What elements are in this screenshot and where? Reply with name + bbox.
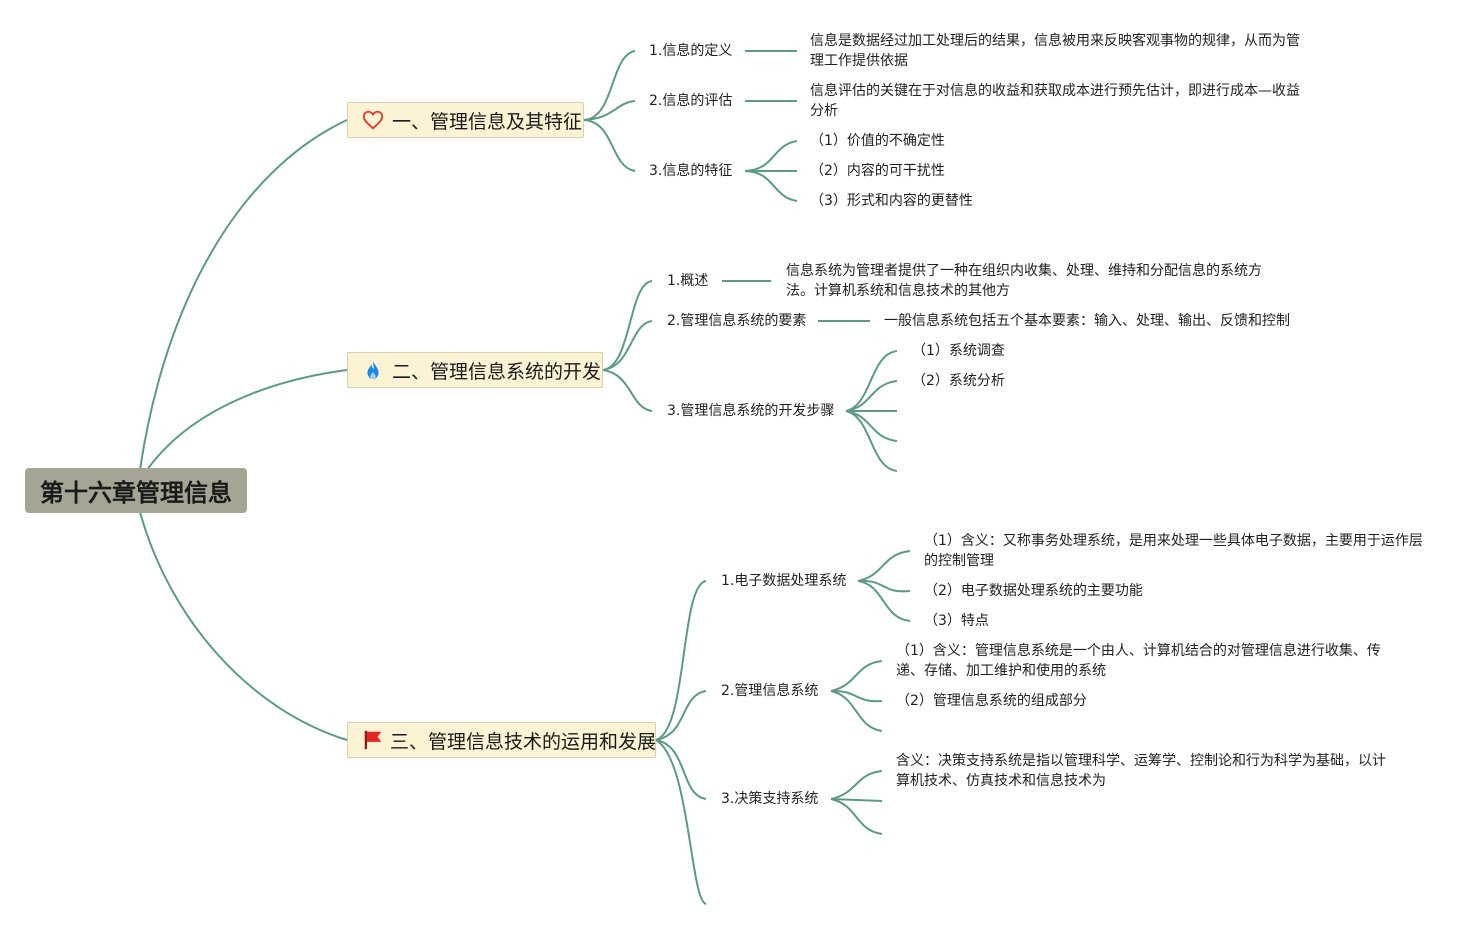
root-topic[interactable]: 第十六章管理信息: [25, 468, 247, 513]
subtopic[interactable]: 2.管理信息系统: [721, 683, 819, 699]
detail-text[interactable]: （1）价值的不确定性: [810, 133, 945, 149]
detail-text[interactable]: （2）管理信息系统的组成部分: [896, 693, 1087, 709]
detail-text[interactable]: （2）电子数据处理系统的主要功能: [924, 583, 1143, 599]
subtopic[interactable]: 1.电子数据处理系统: [721, 573, 847, 589]
flag-icon: [362, 729, 384, 751]
detail-text[interactable]: 信息系统为管理者提供了一种在组织内收集、处理、维持和分配信息的系统方法。计算机系…: [786, 263, 1262, 299]
detail-text[interactable]: （3）特点: [924, 613, 989, 629]
fire-icon: [362, 359, 386, 381]
detail-text[interactable]: 含义：决策支持系统是指以管理科学、运筹学、控制论和行为科学为基础，以计算机技术、…: [896, 753, 1386, 789]
branch-topic-1[interactable]: 一、管理信息及其特征: [347, 102, 584, 138]
subtopic[interactable]: 2.管理信息系统的要素: [667, 313, 807, 329]
branch-topic-3[interactable]: 三、管理信息技术的运用和发展: [347, 722, 656, 758]
branch-topic-label: 一、管理信息及其特征: [392, 110, 583, 133]
detail-text[interactable]: （3）形式和内容的更替性: [810, 193, 973, 209]
heart-icon: [362, 109, 386, 131]
branch-topic-2[interactable]: 二、管理信息系统的开发: [347, 352, 603, 388]
subtopic[interactable]: 3.决策支持系统: [721, 791, 819, 807]
detail-text[interactable]: 信息评估的关键在于对信息的收益和获取成本进行预先估计，即进行成本—收益分析: [810, 83, 1300, 119]
subtopic[interactable]: 1.概述: [667, 273, 709, 289]
detail-text[interactable]: （1）含义：又称事务处理系统，是用来处理一些具体电子数据，主要用于运作层的控制管…: [924, 533, 1423, 569]
branch-topic-label: 三、管理信息技术的运用和发展: [390, 730, 657, 753]
detail-text[interactable]: （1）系统调查: [912, 343, 1005, 359]
branch-topic-label: 二、管理信息系统的开发: [392, 360, 602, 383]
subtopic[interactable]: 3.管理信息系统的开发步骤: [667, 403, 835, 419]
detail-text[interactable]: 信息是数据经过加工处理后的结果，信息被用来反映客观事物的规律，从而为管理工作提供…: [810, 33, 1300, 69]
detail-text[interactable]: （2）系统分析: [912, 373, 1005, 389]
subtopic[interactable]: 2.信息的评估: [649, 93, 733, 109]
detail-text[interactable]: （1）含义：管理信息系统是一个由人、计算机结合的对管理信息进行收集、传递、存储、…: [896, 643, 1381, 679]
detail-text[interactable]: （2）内容的可干扰性: [810, 163, 945, 179]
subtopic[interactable]: 1.信息的定义: [649, 43, 733, 59]
detail-text[interactable]: 一般信息系统包括五个基本要素：输入、处理、输出、反馈和控制: [884, 313, 1290, 329]
subtopic[interactable]: 3.信息的特征: [649, 163, 733, 179]
